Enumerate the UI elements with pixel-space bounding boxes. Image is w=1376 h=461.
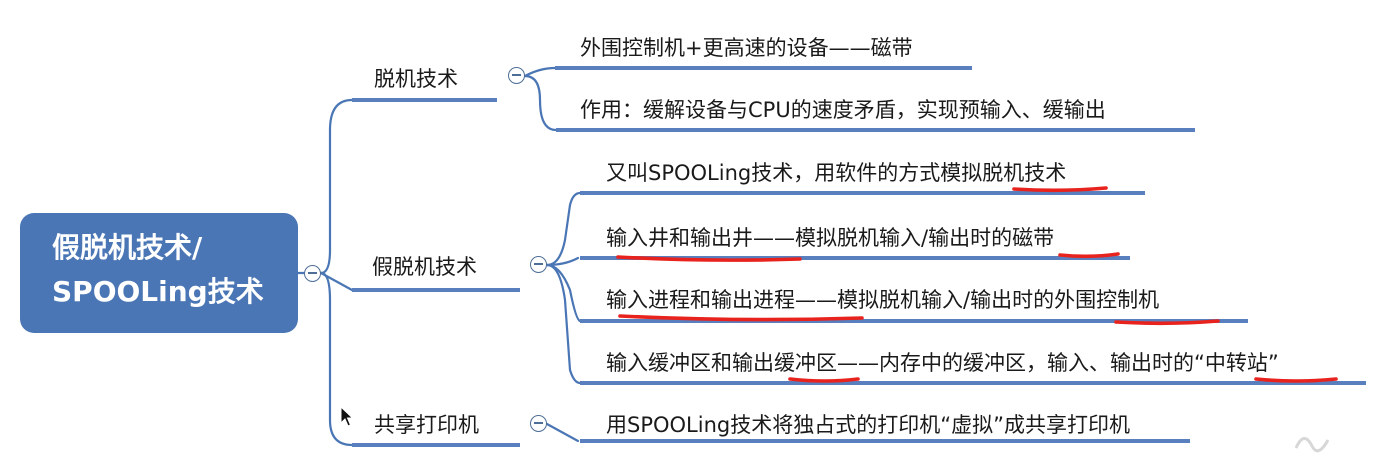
branch-offline-tech[interactable]: 脱机技术 (374, 67, 458, 91)
connector-line-5 (523, 74, 558, 132)
branch-shared-printer[interactable]: 共享打印机 (374, 413, 479, 437)
leaf-offline-2[interactable]: 作用：缓解设备与CPU的速度矛盾，实现预输入、缓输出 (580, 98, 1106, 122)
leaf-spooling-1[interactable]: 又叫SPOOLing技术，用软件的方式模拟脱机技术 (606, 161, 1067, 185)
connector-line-6 (545, 191, 582, 267)
branch-spooling-collapse-icon[interactable] (530, 256, 547, 273)
highlight-mark-0 (1012, 186, 1108, 193)
leaf-spooling-3[interactable]: 输入进程和输出进程——模拟脱机输入/输出时的外围控制机 (606, 288, 1160, 312)
connector-line-7 (545, 256, 580, 267)
connector-line-9 (545, 263, 582, 385)
connector-line-1 (319, 98, 354, 275)
root-title-line1: 假脱机技术/ (52, 231, 203, 264)
corner-watermark (1294, 437, 1330, 453)
root-title-line2: SPOOLing技术 (52, 275, 264, 308)
highlight-mark-4 (1114, 319, 1220, 326)
branch-printer-collapse-icon[interactable] (530, 415, 547, 432)
highlight-mark-3 (618, 314, 864, 322)
connector-line-10 (545, 422, 580, 443)
leaf-printer-1[interactable]: 用SPOOLing技术将独占式的打印机“虚拟”成共享打印机 (606, 413, 1130, 437)
connector-line-3 (319, 271, 354, 447)
highlight-mark-2 (1058, 252, 1120, 259)
highlight-mark-5 (788, 377, 860, 383)
root-node[interactable]: 假脱机技术/ SPOOLing技术 (20, 213, 298, 333)
highlight-mark-6 (1254, 377, 1338, 383)
leaf-offline-1[interactable]: 外围控制机+更高速的设备——磁带 (580, 36, 913, 60)
connector-line-4 (523, 66, 557, 78)
root-collapse-icon[interactable] (304, 265, 321, 282)
branch-offline-collapse-icon[interactable] (508, 67, 525, 84)
leaf-spooling-2[interactable]: 输入井和输出井——模拟脱机输入/输出时的磁带 (606, 226, 1055, 250)
branch-spooling-tech[interactable]: 假脱机技术 (372, 255, 477, 279)
mouse-pointer-icon (340, 406, 354, 427)
highlight-mark-1 (616, 255, 802, 262)
leaf-spooling-4[interactable]: 输入缓冲区和输出缓冲区——内存中的缓冲区，输入、输出时的“中转站” (606, 351, 1279, 375)
